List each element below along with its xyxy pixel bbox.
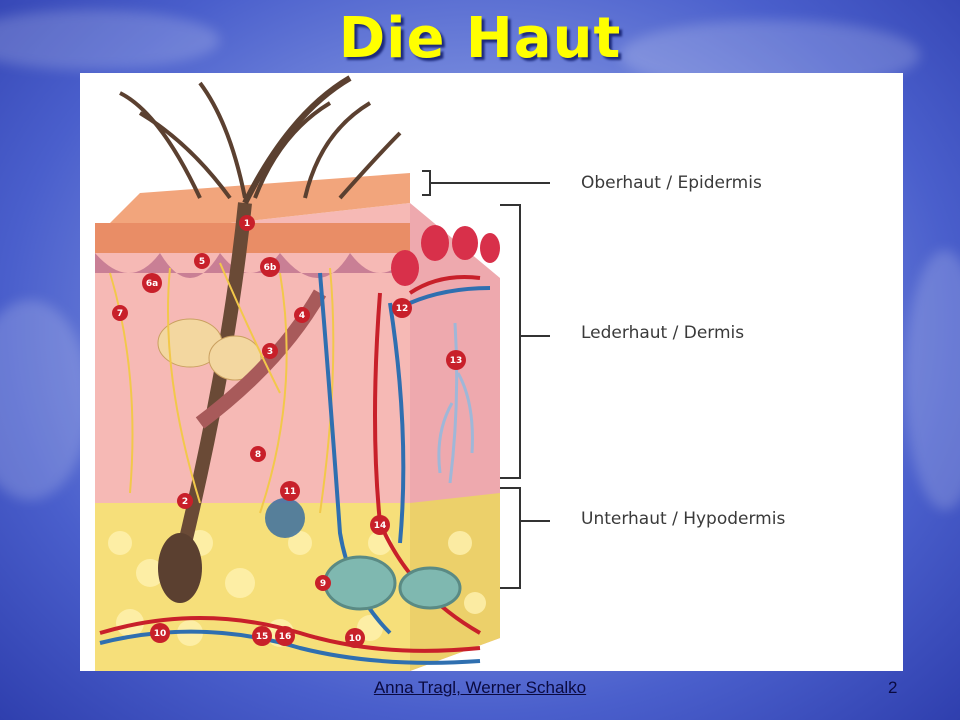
svg-text:16: 16 xyxy=(279,632,292,642)
svg-text:7: 7 xyxy=(117,309,123,319)
marker-9: 9 xyxy=(315,575,331,591)
svg-text:10: 10 xyxy=(349,634,362,644)
svg-text:8: 8 xyxy=(255,450,261,460)
svg-text:13: 13 xyxy=(450,356,463,366)
marker-5: 5 xyxy=(194,253,210,269)
svg-text:3: 3 xyxy=(267,347,273,357)
marker-layer: 1 2 3 4 5 6a 6b 7 8 9 10 10 11 12 13 14 … xyxy=(112,215,466,648)
svg-text:1: 1 xyxy=(244,219,250,229)
marker-10-left: 10 xyxy=(150,623,170,643)
background-cloud xyxy=(0,300,90,500)
marker-16: 16 xyxy=(275,626,295,646)
arrector-pili-muscle xyxy=(195,289,327,429)
marker-4: 4 xyxy=(294,307,310,323)
slide-author: Anna Tragl, Werner Schalko xyxy=(373,678,587,697)
svg-text:6a: 6a xyxy=(146,279,158,289)
svg-text:4: 4 xyxy=(299,311,305,321)
layer-brackets xyxy=(422,170,550,589)
marker-2: 2 xyxy=(177,493,193,509)
marker-3: 3 xyxy=(262,343,278,359)
svg-text:15: 15 xyxy=(256,632,269,642)
dermal-papillae xyxy=(95,253,410,278)
marker-12: 12 xyxy=(392,298,412,318)
svg-text:5: 5 xyxy=(199,257,205,267)
svg-text:9: 9 xyxy=(320,579,326,589)
sebaceous-gland xyxy=(208,335,262,381)
slide-page-number: 2 xyxy=(888,678,898,697)
marker-15: 15 xyxy=(252,626,272,646)
hair-bulb xyxy=(158,533,202,603)
svg-text:2: 2 xyxy=(182,497,188,507)
marker-1: 1 xyxy=(239,215,255,231)
skin-diagram-panel: 1 2 3 4 5 6a 6b 7 8 9 10 10 11 12 13 14 … xyxy=(80,73,903,671)
marker-8: 8 xyxy=(250,446,266,462)
slide-title: Die Haut xyxy=(338,6,622,71)
sweat-gland xyxy=(265,498,305,538)
label-epidermis: Oberhaut / Epidermis xyxy=(581,173,762,193)
pacinian-corpuscle xyxy=(398,566,462,610)
svg-text:14: 14 xyxy=(374,521,387,531)
label-hypodermis: Unterhaut / Hypodermis xyxy=(581,509,786,529)
hair-shafts xyxy=(119,81,402,200)
marker-14: 14 xyxy=(370,515,390,535)
epidermis-top xyxy=(95,173,410,238)
svg-text:6b: 6b xyxy=(264,263,277,273)
side-vessel-network xyxy=(437,322,474,484)
side-papillae xyxy=(391,225,500,286)
marker-13: 13 xyxy=(446,350,466,370)
marker-11: 11 xyxy=(280,481,300,501)
svg-text:12: 12 xyxy=(396,304,409,314)
marker-7: 7 xyxy=(112,305,128,321)
background-cloud xyxy=(905,250,960,510)
svg-text:10: 10 xyxy=(154,629,167,639)
marker-6b: 6b xyxy=(260,257,280,277)
nerve-fibers xyxy=(109,262,335,514)
label-dermis: Lederhaut / Dermis xyxy=(581,323,745,343)
background-cloud xyxy=(0,10,220,70)
marker-6a: 6a xyxy=(142,273,162,293)
hair-main xyxy=(242,75,352,205)
svg-text:11: 11 xyxy=(284,487,297,497)
marker-10-mid: 10 xyxy=(345,628,365,648)
